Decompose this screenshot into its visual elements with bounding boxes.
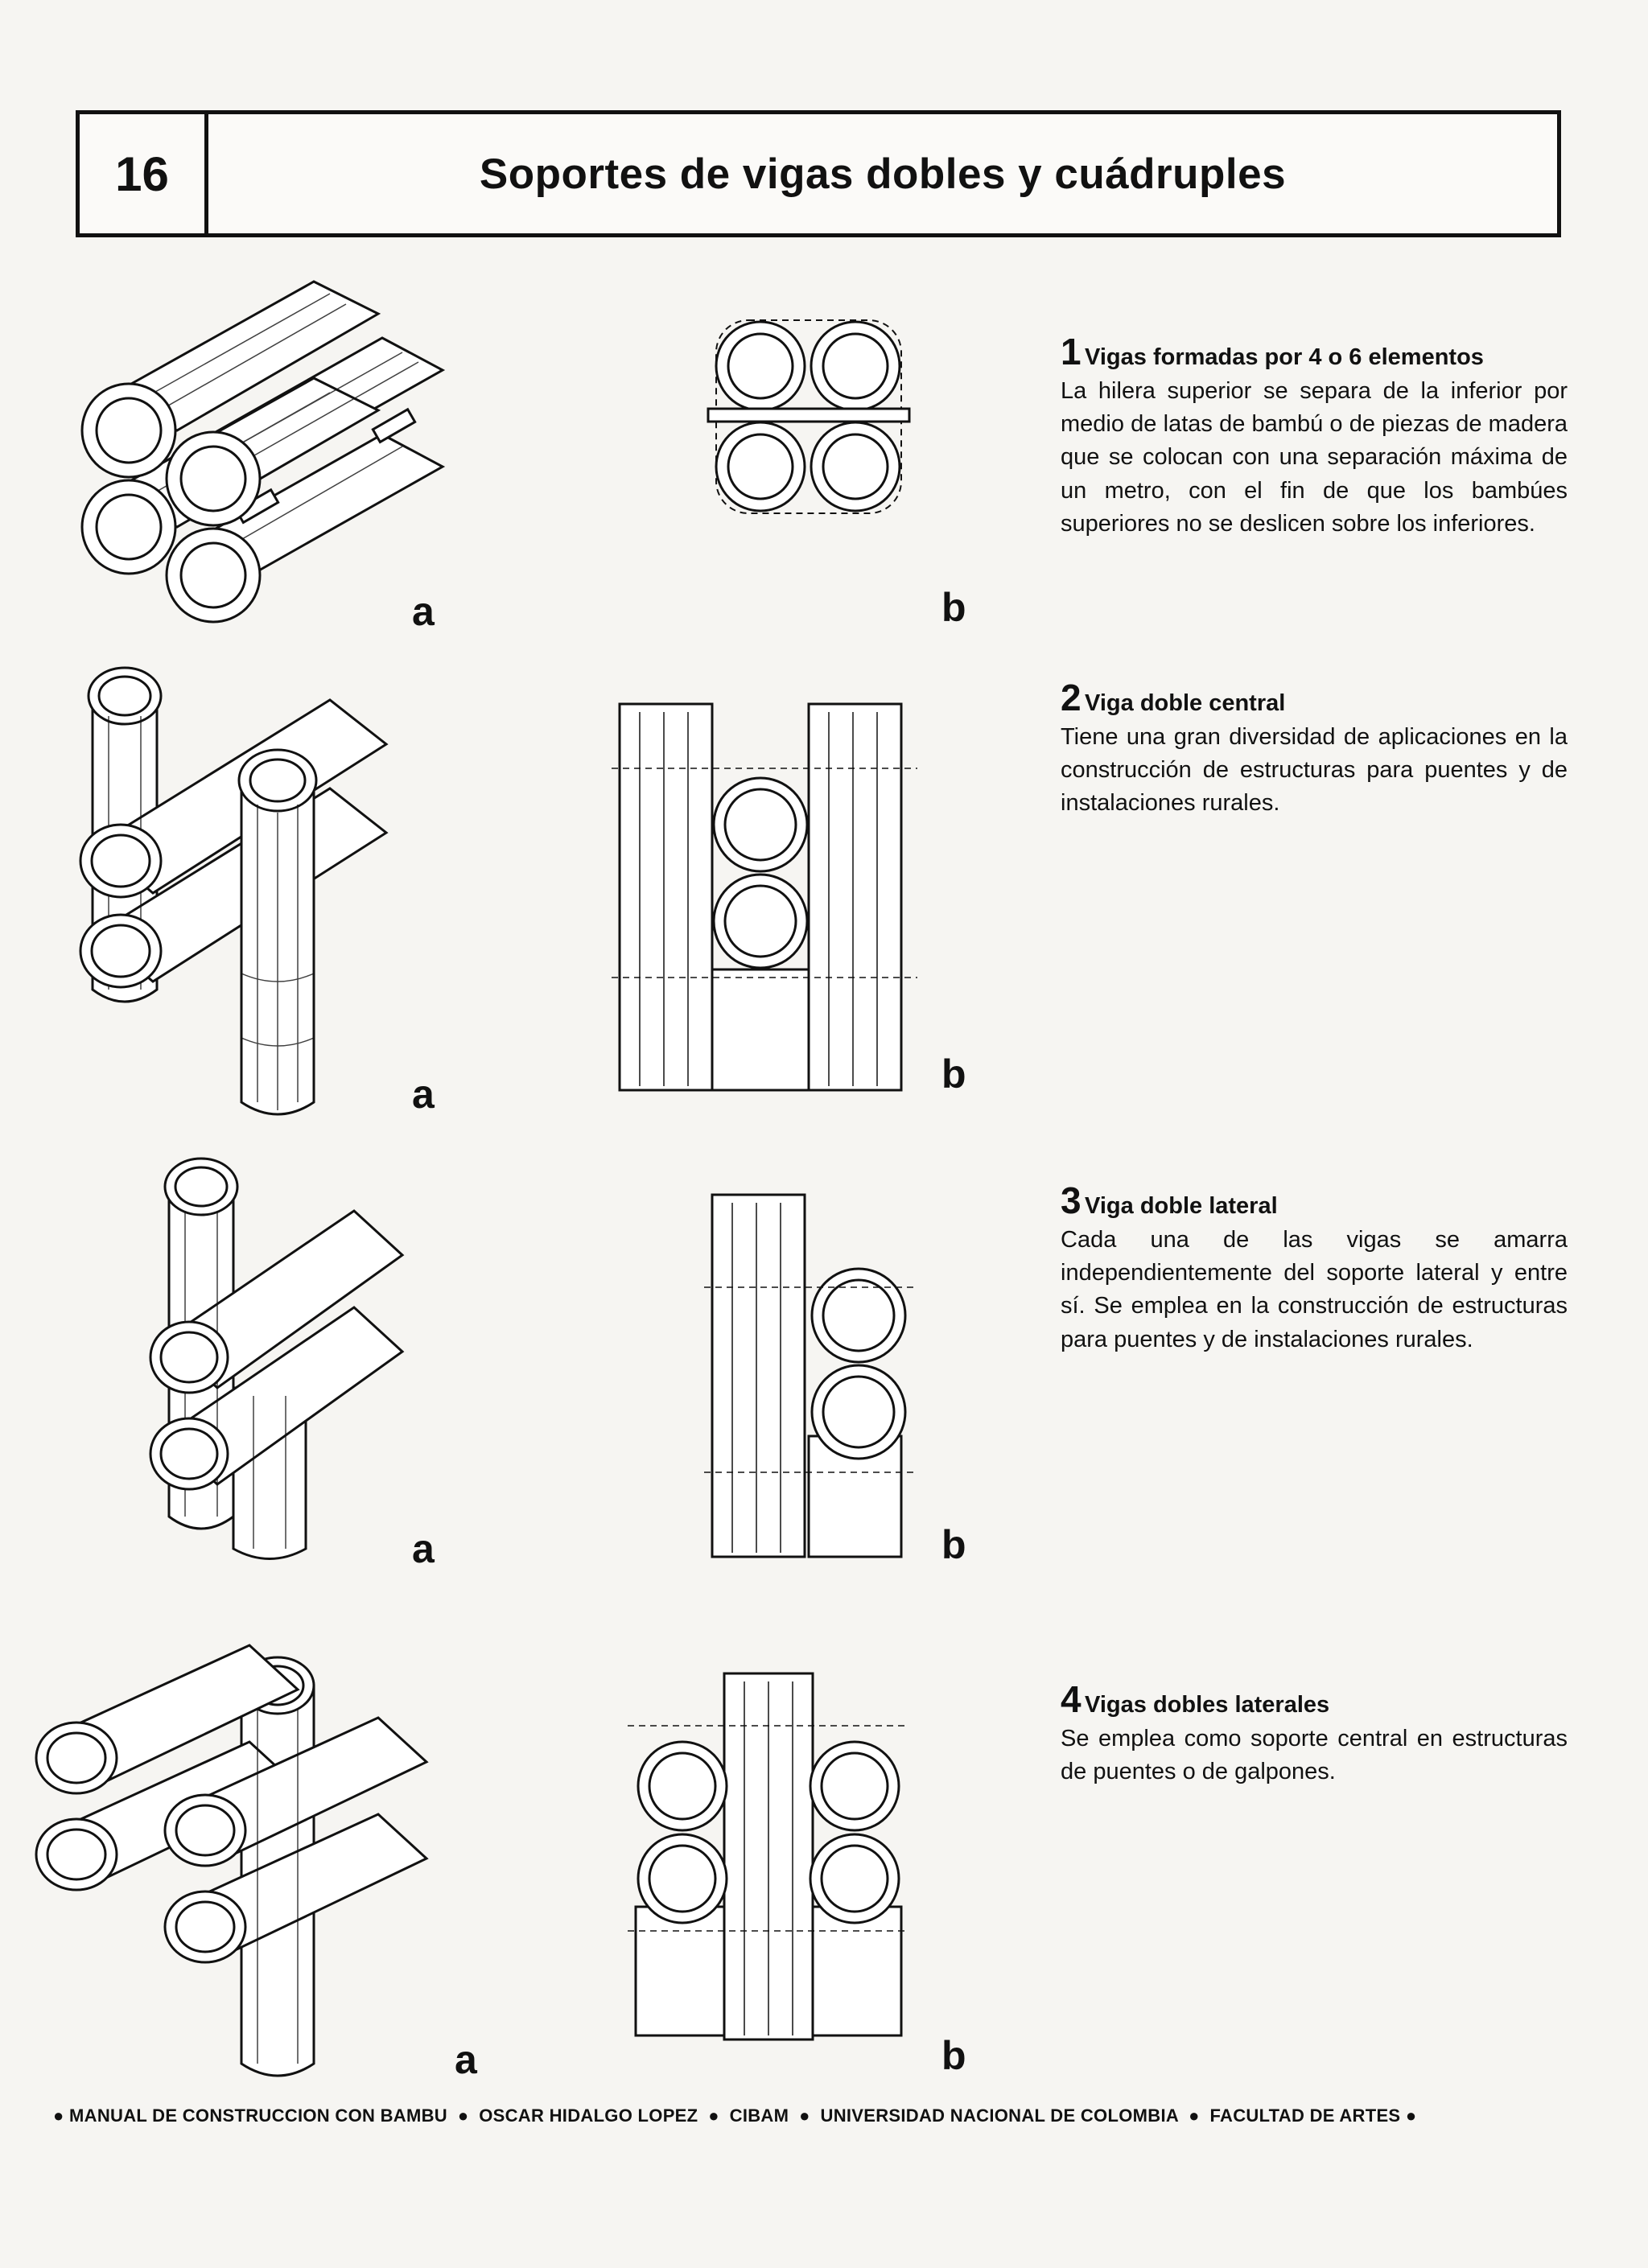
figure-2b-section-view: [612, 702, 917, 1092]
section-2-heading: Viga doble central: [1085, 690, 1286, 716]
section-2-body: Tiene una gran diversidad de aplicacione…: [1061, 724, 1568, 817]
figure-1a-label: a: [412, 589, 435, 634]
footer-item: UNIVERSIDAD NACIONAL DE COLOMBIA: [820, 2105, 1179, 2126]
page-header: 16 Soportes de vigas dobles y cuádruples: [76, 110, 1561, 237]
section-2: 2 Viga doble central Tiene una gran dive…: [1061, 676, 1568, 821]
page-title: Soportes de vigas dobles y cuádruples: [479, 150, 1287, 198]
section-4-heading: Vigas dobles laterales: [1085, 1692, 1330, 1718]
figure-3b-section-view: [704, 1193, 913, 1558]
figure-2b-label: b: [941, 1052, 966, 1097]
figure-4a-double-lateral-beams: [35, 1644, 429, 2077]
figure-3a-double-lateral-beam: [149, 1157, 405, 1560]
section-1-heading: Vigas formadas por 4 o 6 elementos: [1085, 344, 1484, 370]
section-3: 3 Viga doble lateral Cada una de las vig…: [1061, 1179, 1568, 1356]
section-4-body: Se emplea como soporte central en estruc…: [1061, 1726, 1568, 1785]
footer-item: MANUAL DE CONSTRUCCION CON BAMBU: [69, 2105, 447, 2126]
section-2-number: 2: [1061, 677, 1082, 718]
section-3-body: Cada una de las vigas se amarra independ…: [1061, 1227, 1568, 1352]
figure-1a-four-bamboo-beams: [80, 280, 446, 624]
footer-item: FACULTAD DE ARTES: [1209, 2105, 1401, 2126]
figure-2a-double-central-beam: [79, 666, 389, 1116]
section-1-body: La hilera superior se separa de la infer…: [1061, 378, 1568, 537]
section-1: 1 Vigas formadas por 4 o 6 elementos La …: [1061, 330, 1568, 541]
section-3-number: 3: [1061, 1179, 1082, 1221]
figure-3a-label: a: [412, 1526, 435, 1571]
section-4-number: 4: [1061, 1678, 1082, 1720]
footer-item: OSCAR HIDALGO LOPEZ: [479, 2105, 698, 2126]
figure-4a-label: a: [455, 2037, 477, 2082]
section-4: 4 Vigas dobles laterales Se emplea como …: [1061, 1677, 1568, 1788]
figure-4b-section-view: [628, 1672, 909, 2041]
section-3-heading: Viga doble lateral: [1085, 1193, 1278, 1219]
figure-2a-label: a: [412, 1072, 435, 1117]
page-number: 16: [80, 114, 208, 233]
page-footer: ● MANUAL DE CONSTRUCCION CON BAMBU ● OSC…: [53, 2105, 1417, 2126]
figure-1b-label: b: [941, 585, 966, 630]
section-1-number: 1: [1061, 331, 1082, 373]
footer-item: CIBAM: [729, 2105, 789, 2126]
figure-3b-label: b: [941, 1522, 966, 1567]
figure-1b-section-view: [707, 319, 911, 514]
figure-4b-label: b: [941, 2033, 966, 2078]
